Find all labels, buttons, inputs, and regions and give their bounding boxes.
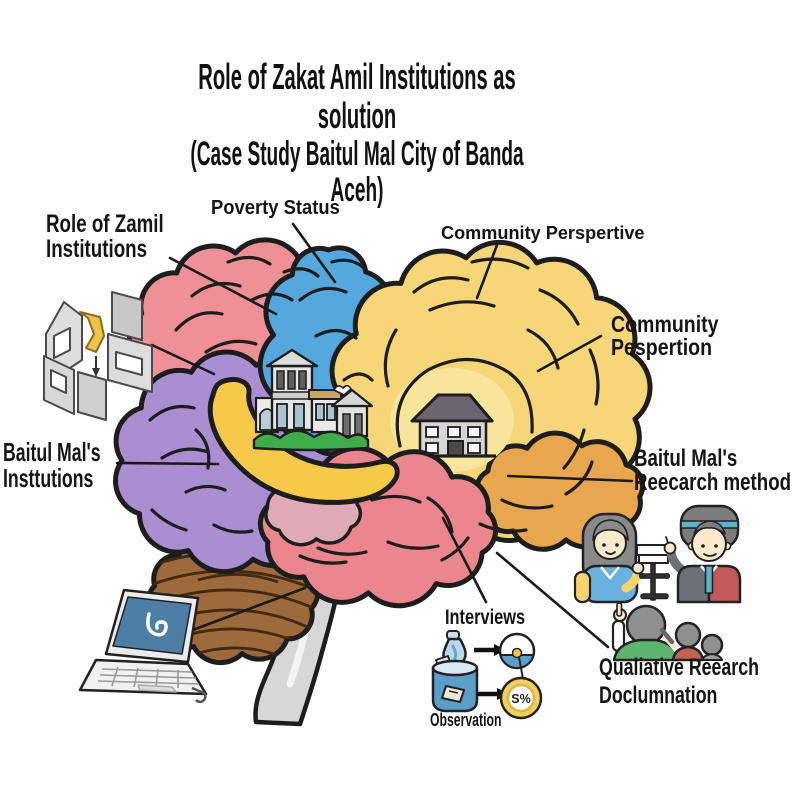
coin-label: S% — [511, 692, 530, 706]
signpost-icon — [636, 544, 671, 601]
percentage-coin-icon: S% — [499, 676, 543, 720]
line-construction-house — [150, 343, 216, 376]
line-laptop — [180, 586, 307, 636]
gyri-lines — [148, 255, 600, 565]
construction-house-icon — [43, 291, 153, 421]
page-title: Role of Zakat Amil Institutions as solut… — [178, 56, 536, 210]
researcher-woman-icon — [573, 512, 645, 604]
label-community-perspective: Community Perspertive — [441, 222, 645, 243]
line-research-method — [506, 474, 634, 483]
line-community-perspective — [475, 243, 499, 300]
yellow-chute — [79, 311, 105, 353]
line-baitul-institutions — [115, 461, 220, 466]
survey-bowl-icon — [498, 632, 536, 680]
label-observation: Observation — [430, 710, 502, 730]
connector-lines — [115, 222, 634, 649]
line-poverty-status — [291, 222, 337, 284]
label-baitul-institutions: Baitul Mal's Insttutions — [3, 437, 101, 493]
observation-can-icon — [431, 655, 479, 713]
label-research-method: Baitul Mal's Reecarch method — [634, 445, 792, 496]
city-buildings-icon — [252, 348, 374, 452]
label-poverty-status: Poverty Status — [211, 197, 340, 219]
grass-mound — [252, 429, 370, 452]
line-role-of-zamil — [168, 256, 278, 316]
yellow-ribbon — [207, 377, 400, 505]
researcher-man-icon — [663, 504, 742, 604]
label-qualitative-research: Qualiative Reearch Doclumnation — [599, 654, 759, 710]
label-role-of-zamil: Role of Zamil Institutions — [46, 210, 164, 263]
title-line2: (Case Study Baitul Mal City of Banda Ace… — [190, 134, 524, 210]
line-qualitative — [495, 551, 610, 649]
label-community-pespertion: Community Pespertion — [611, 311, 719, 360]
audience-icons — [611, 602, 724, 662]
label-interviews: Interviews — [445, 606, 526, 629]
laptop-icon — [78, 588, 208, 704]
title-line1: Role of Zakat Amil Institutions as solut… — [198, 56, 516, 136]
line-community-pespertion — [536, 334, 603, 373]
bird-icon — [333, 384, 352, 396]
community-house-icon — [410, 393, 496, 458]
laptop-logo-glyph — [146, 612, 168, 637]
line-interviews — [441, 516, 488, 604]
